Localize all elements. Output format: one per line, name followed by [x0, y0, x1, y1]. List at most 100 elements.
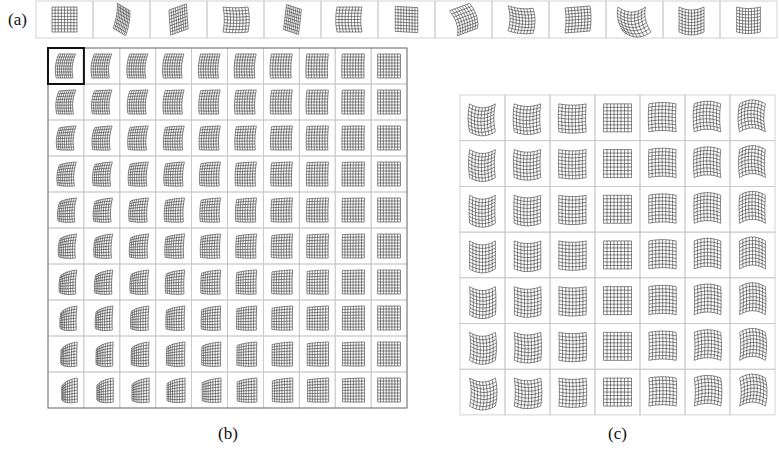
grid-cell: [730, 141, 775, 187]
grid-cell: [460, 186, 505, 232]
grid-cell: [371, 48, 407, 84]
grid-cell: [550, 186, 595, 232]
deformed-grid: [95, 306, 113, 331]
deformed-grid: [201, 306, 221, 330]
deformed-grid: [559, 241, 586, 270]
deformed-grid: [558, 104, 586, 133]
grid-cell: [640, 369, 685, 415]
panel-label: (a): [6, 10, 29, 30]
grid-cell: [505, 141, 550, 187]
grid-cell: [371, 264, 407, 300]
deformed-grid: [94, 234, 113, 258]
grid-cell: [640, 278, 685, 324]
grid-cell: [460, 95, 505, 141]
deformed-grid: [127, 90, 148, 114]
grid-cell: [84, 264, 120, 300]
deformed-grid: [132, 378, 149, 403]
deformed-grid: [694, 284, 721, 315]
deformed-grid: [342, 54, 365, 78]
grid-cell: [371, 300, 407, 336]
grid-cell: [335, 372, 371, 408]
grid-cell: [505, 278, 550, 324]
deformed-grid: [450, 3, 478, 36]
grid-cell: [120, 156, 156, 192]
deformed-grid: [235, 198, 256, 222]
grid-cell: [48, 156, 84, 192]
deformed-grid: [649, 285, 676, 314]
deformed-grid: [649, 194, 676, 223]
grid-cell: [335, 156, 371, 192]
deformed-grid: [130, 270, 149, 294]
deformed-grid: [163, 54, 184, 78]
grid-cell: [460, 141, 505, 187]
deformed-grid: [93, 162, 113, 186]
deformed-grid: [649, 331, 677, 360]
grid-cell: [730, 186, 775, 232]
grid-cell: [207, 1, 264, 38]
grid-cell: [84, 156, 120, 192]
deformed-grid: [284, 5, 302, 35]
deformed-grid: [342, 162, 364, 186]
grid-cell: [335, 120, 371, 156]
deformed-grid: [648, 103, 676, 132]
deformed-grid: [342, 270, 364, 294]
deformed-grid: [336, 7, 362, 32]
grid-cell: [685, 141, 730, 187]
deformed-grid: [270, 54, 292, 78]
grid-cell: [505, 186, 550, 232]
grid-cell: [595, 324, 640, 370]
grid-cell: [299, 228, 335, 264]
grid-cell: [378, 1, 435, 38]
grid-cell: [156, 228, 192, 264]
deformed-grid: [271, 198, 293, 222]
grid-cell: [550, 324, 595, 370]
grid-cell: [460, 278, 505, 324]
deformed-grid: [649, 377, 677, 406]
panel-label: (b): [216, 424, 240, 444]
grid-cell: [663, 1, 720, 38]
deformed-grid: [307, 342, 328, 366]
deformed-grid: [61, 342, 77, 367]
grid-cell: [228, 336, 264, 372]
deformed-grid: [198, 54, 220, 78]
grid-cell: [335, 264, 371, 300]
deformed-grid: [164, 198, 184, 222]
grid-cell: [36, 1, 93, 38]
grid-cell: [505, 232, 550, 278]
deformed-grid: [272, 306, 293, 330]
deformed-grid: [740, 374, 767, 406]
deformed-grid: [164, 162, 185, 186]
grid-cell: [505, 369, 550, 415]
deformed-grid: [271, 126, 293, 150]
deformed-grid: [129, 198, 149, 222]
grid-cell: [335, 48, 371, 84]
grid-cell: [595, 95, 640, 141]
deformed-grid: [57, 162, 76, 186]
deformed-grid: [468, 104, 495, 136]
grid-cell: [263, 336, 299, 372]
deformed-grid: [306, 90, 328, 114]
deformed-grid: [270, 90, 292, 114]
grid-cell: [460, 369, 505, 415]
deformed-grid: [470, 378, 497, 410]
grid-cell: [228, 300, 264, 336]
deformed-grid: [378, 90, 401, 114]
deformed-grid: [58, 234, 76, 258]
deformed-grid: [129, 234, 148, 258]
deformed-grid: [307, 234, 329, 258]
grid-cell: [299, 120, 335, 156]
deformed-grid: [604, 104, 632, 132]
deformed-grid: [165, 270, 184, 294]
deformed-grid: [307, 378, 328, 402]
grid-cell: [460, 232, 505, 278]
grid-cell: [299, 156, 335, 192]
deformed-grid: [272, 270, 293, 294]
grid-cell: [48, 300, 84, 336]
grid-cell: [264, 1, 321, 38]
grid-cell: [685, 278, 730, 324]
deformed-grid: [378, 198, 401, 222]
deformed-grid: [236, 306, 256, 330]
grid-cell: [84, 336, 120, 372]
grid-cell: [156, 48, 192, 84]
